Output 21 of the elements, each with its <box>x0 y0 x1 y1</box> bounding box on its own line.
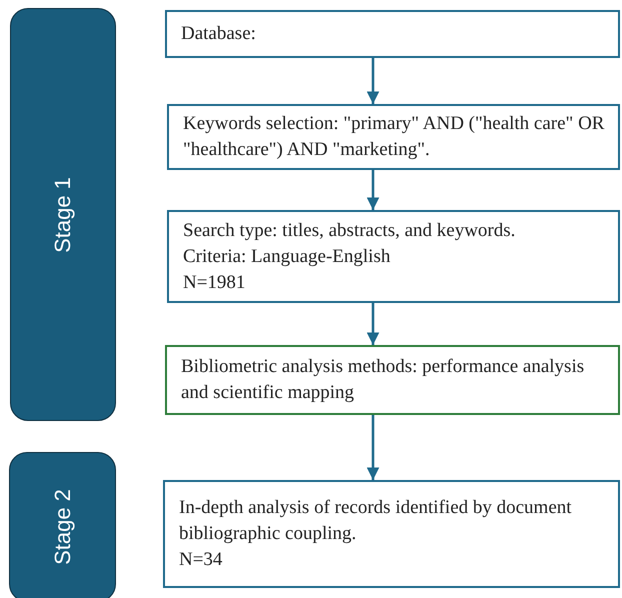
box-text: Database: <box>181 22 257 46</box>
box-text: In-depth analysis of records identified by document bibliographic coupling. <box>179 496 573 546</box>
box-text: Keywords selection: "primary" AND ("health care" OR "healthcare") AND "marketing". <box>183 112 606 162</box>
process-box <box>163 480 620 588</box>
box-text: Bibliometric analysis methods: performance analysis and scientific mapping <box>181 355 586 405</box>
stage-label: Stage 1 <box>50 176 76 252</box>
arrow <box>366 58 380 104</box>
process-box <box>167 104 620 170</box>
box-text: Search type: titles, abstracts, and keywords. <box>183 218 516 242</box>
box-text: N=1981 <box>183 270 246 294</box>
stage-band <box>9 452 116 598</box>
box-text: Criteria: Language-English <box>183 244 392 268</box>
box-text: N=34 <box>179 548 224 572</box>
arrow <box>366 303 380 345</box>
arrow <box>366 170 380 210</box>
process-box <box>167 210 620 303</box>
stage-label: Stage 2 <box>50 489 76 565</box>
process-box <box>165 345 620 415</box>
process-box <box>165 10 620 58</box>
stage-band <box>10 8 116 421</box>
arrow <box>366 415 380 480</box>
